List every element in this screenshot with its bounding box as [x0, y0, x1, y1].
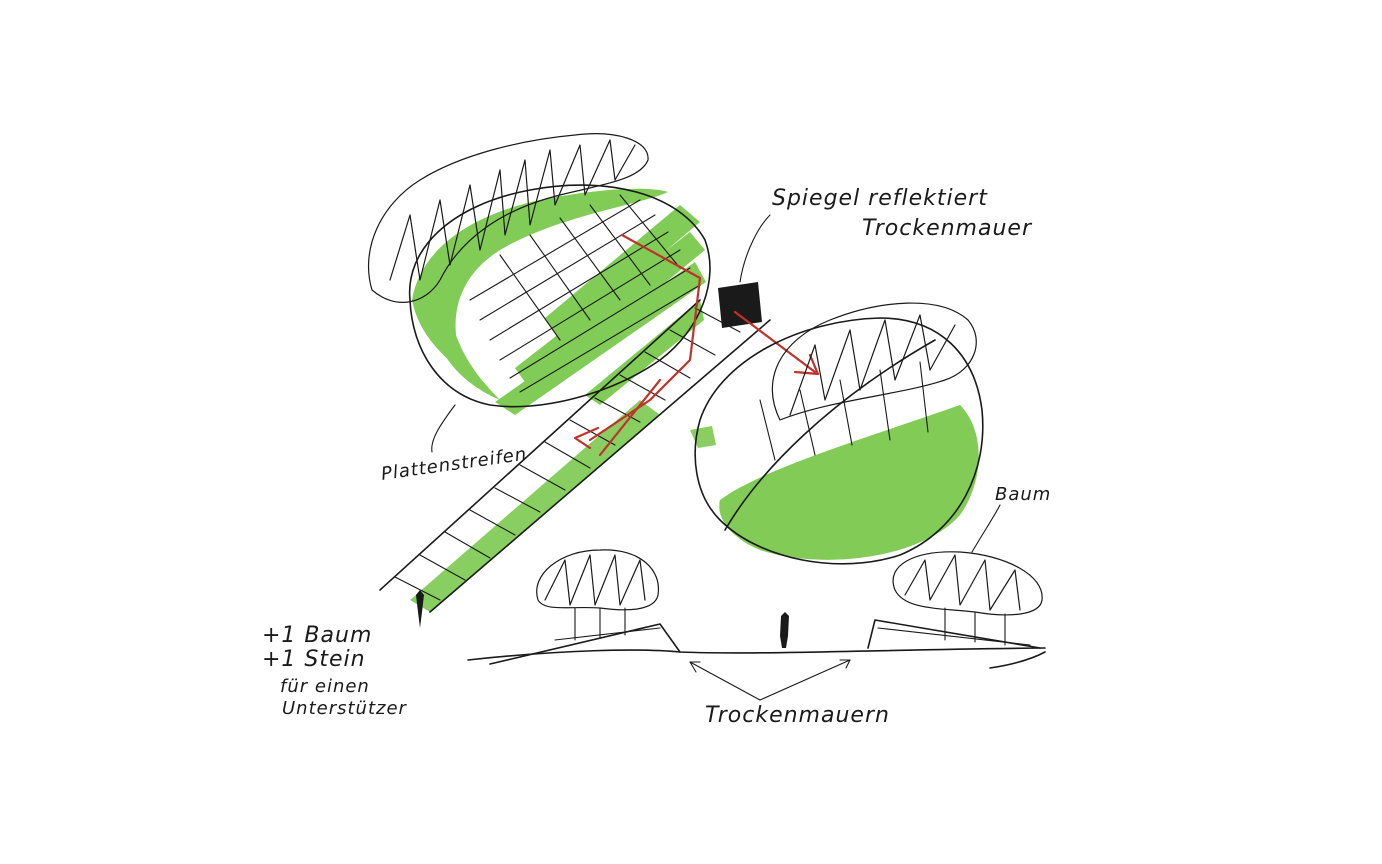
- label-note-line4: Unterstützer: [282, 698, 408, 719]
- leader-lines: [431, 404, 1001, 553]
- tree-elevation-left: [536, 549, 660, 611]
- label-paving: Plattenstreifen: [380, 444, 529, 485]
- section-elevation: [467, 549, 1046, 701]
- tree-elevation-right: [892, 551, 1043, 616]
- tree-canopy-left: [368, 133, 649, 303]
- mirror-block: [718, 214, 771, 328]
- paving-grid-left: [469, 194, 701, 393]
- label-dry-walls: Trockenmauern: [705, 703, 890, 728]
- green-planting-left: [412, 188, 706, 415]
- disc-outline-left: [408, 184, 711, 408]
- upper-left-garden-disc: [368, 133, 711, 415]
- green-planting-right: [719, 405, 979, 560]
- label-tree: Baum: [995, 484, 1051, 505]
- lower-right-garden-disc: [690, 302, 984, 565]
- label-note-line2: +1 Stein: [262, 647, 366, 672]
- label-note-line3: für einen: [280, 676, 370, 697]
- disc-outline-right: [694, 317, 984, 565]
- label-mirror-line1: Spiegel reflektiert: [772, 186, 988, 211]
- paving-strip: [379, 299, 771, 628]
- reflection-arrows: [573, 233, 820, 457]
- label-note-line1: +1 Baum: [262, 623, 372, 648]
- label-mirror-line2: Trockenmauer: [862, 216, 1033, 241]
